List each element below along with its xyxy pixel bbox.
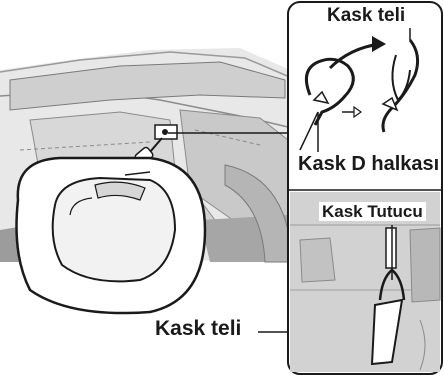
inset-panel	[288, 2, 442, 374]
helmet	[17, 158, 206, 313]
inset-top-wire-label: Kask teli	[327, 6, 405, 25]
helmet-holder-label: Kask Tutucu	[319, 202, 426, 221]
d-ring-label: Kask D halkası	[296, 153, 441, 175]
helmet-holder-bracket	[155, 125, 177, 139]
main-wire-label: Kask teli	[153, 318, 243, 339]
